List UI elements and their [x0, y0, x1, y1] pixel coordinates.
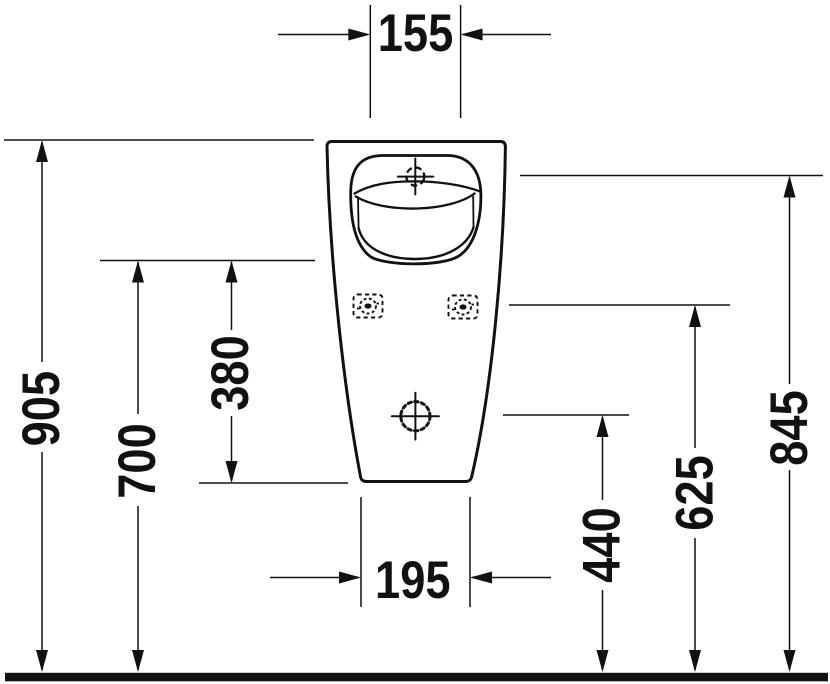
svg-text:700: 700 [108, 423, 167, 499]
svg-text:380: 380 [201, 335, 260, 411]
svg-text:155: 155 [378, 4, 454, 63]
svg-text:440: 440 [573, 507, 632, 583]
svg-text:195: 195 [375, 551, 451, 610]
svg-text:905: 905 [12, 371, 71, 447]
svg-text:625: 625 [666, 455, 725, 531]
svg-text:845: 845 [760, 390, 819, 466]
